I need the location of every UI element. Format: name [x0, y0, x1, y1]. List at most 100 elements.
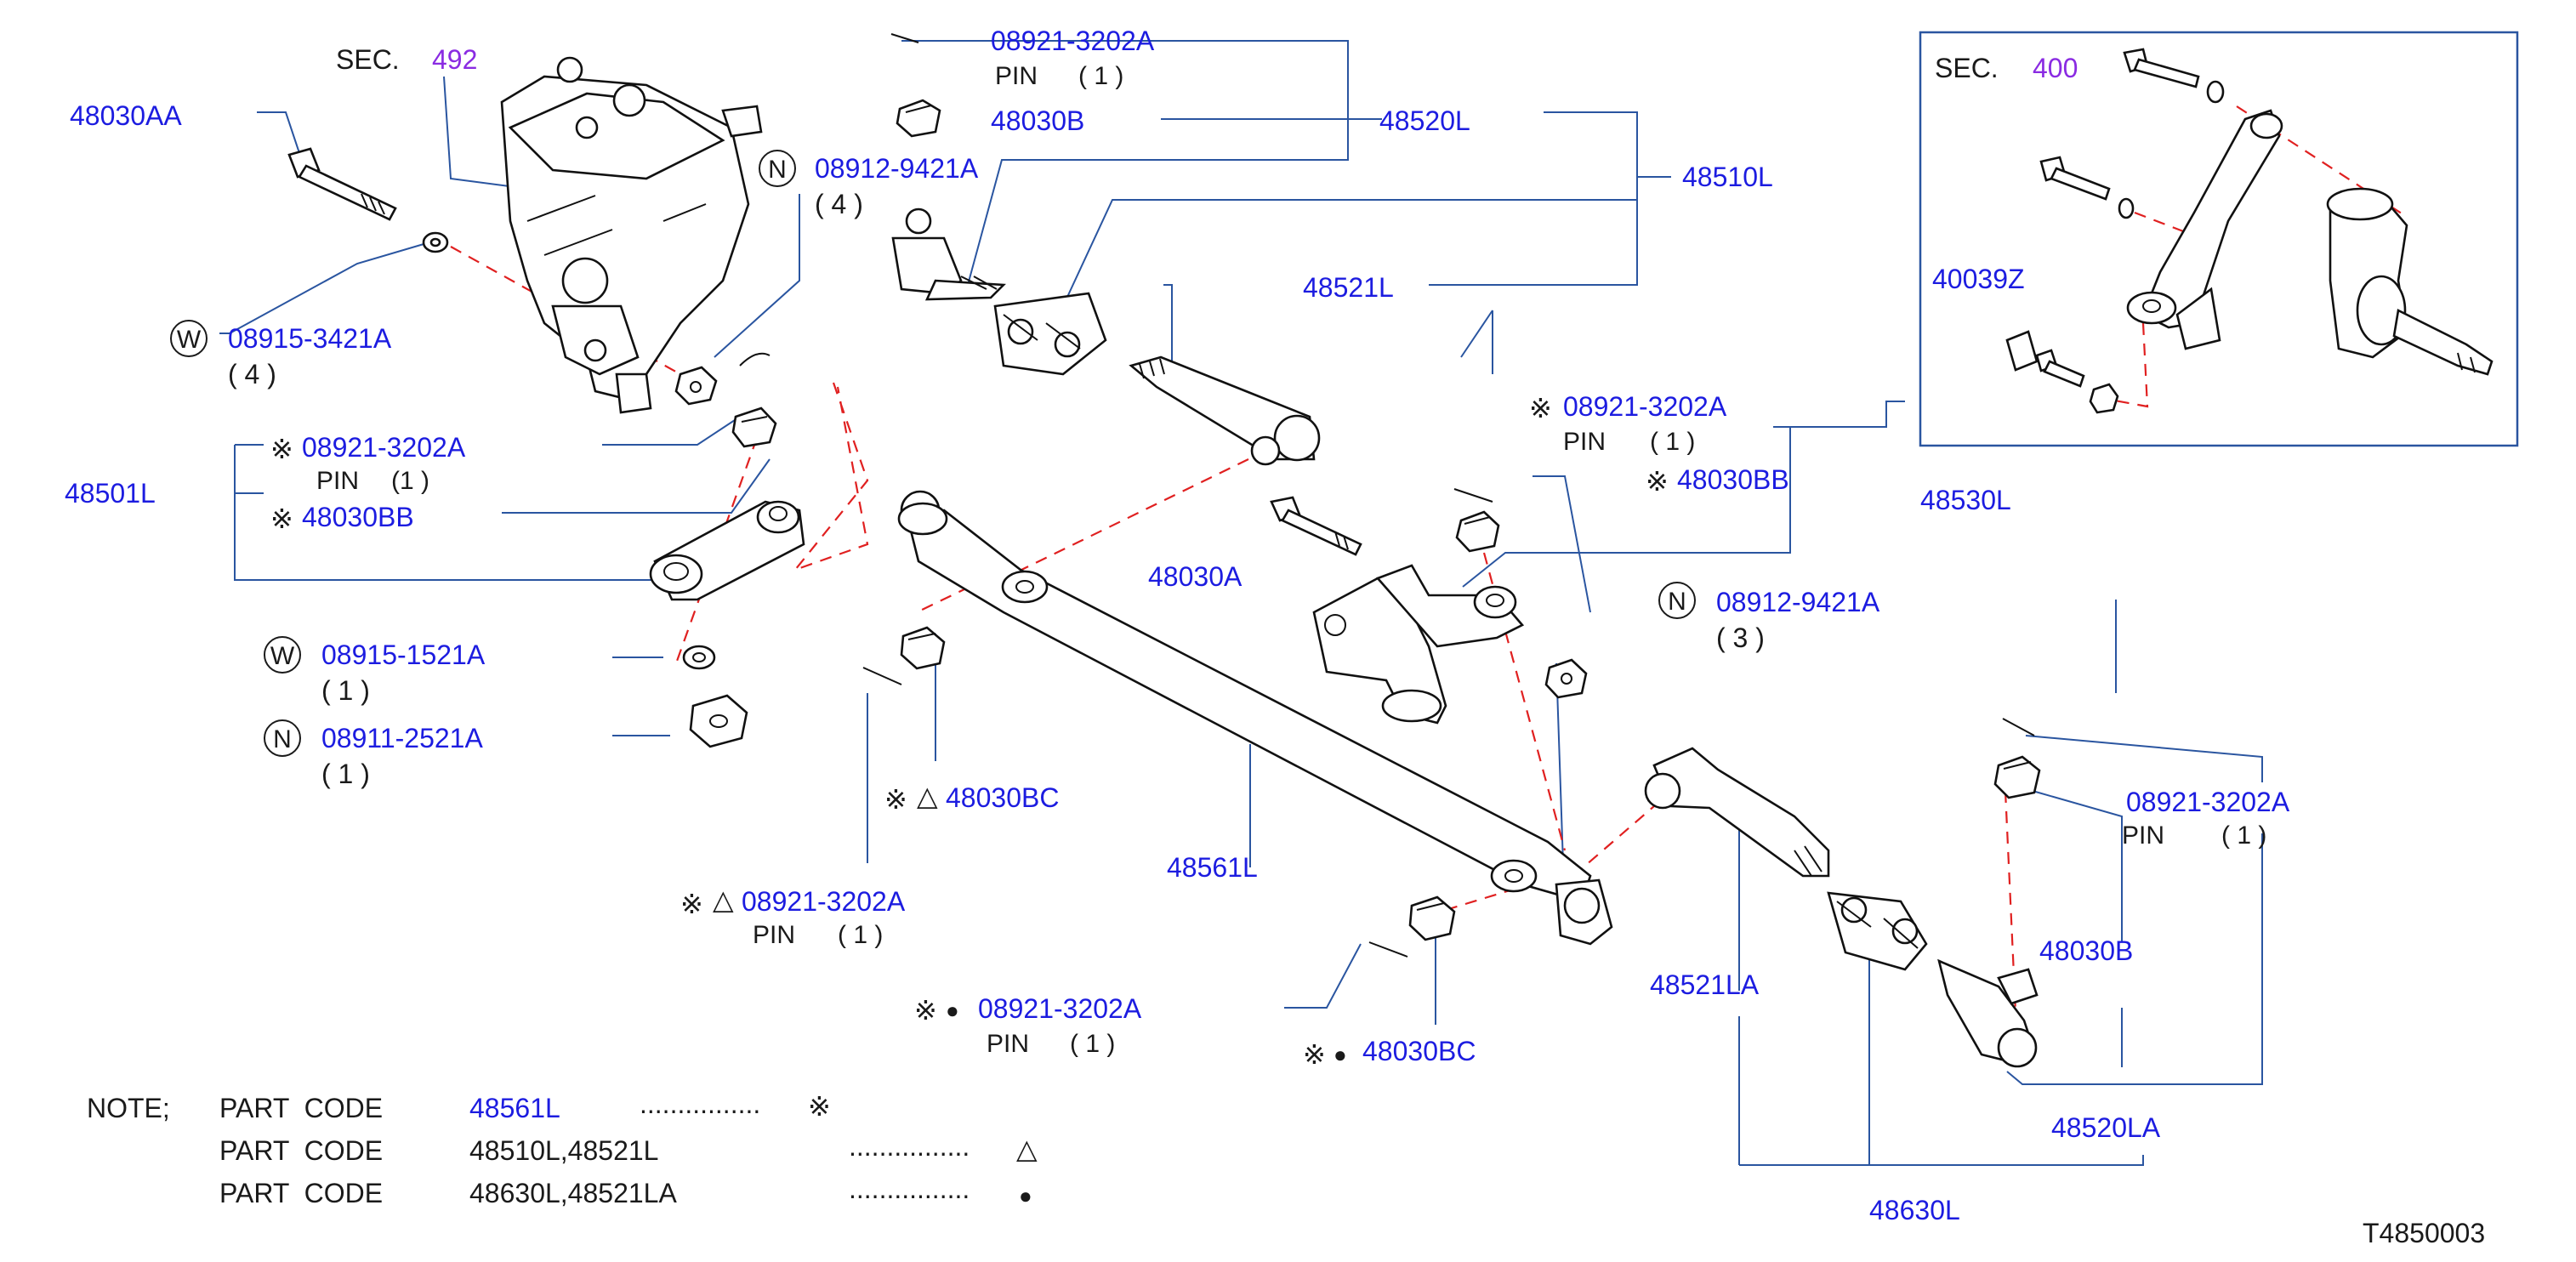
part-48521LA[interactable]: 48521LA: [1650, 969, 1760, 1000]
cotter-pin-left: [739, 352, 771, 367]
part-48030BC-b[interactable]: 48030BC: [1362, 1036, 1476, 1066]
note-row1-leader: ................: [640, 1089, 761, 1119]
part-48030BB-mid[interactable]: 48030BB: [1677, 464, 1789, 495]
symbol-dot-dot: ●: [946, 998, 959, 1023]
cotter-pin-lower: [1368, 941, 1408, 958]
part-08912-9421A-4[interactable]: 08912-9421A: [815, 153, 979, 184]
castle-nut-48030BB-mid: [1455, 510, 1500, 553]
nut-08912-9421A-3: [1544, 658, 1588, 699]
symbol-dot-bc-b: ●: [1333, 1042, 1347, 1067]
note-title: NOTE;: [87, 1093, 170, 1123]
sec-label-inset: SEC.: [1935, 53, 1999, 83]
badge-n-08911-2521A: N: [264, 719, 301, 757]
part-48030B-right[interactable]: 48030B: [2039, 935, 2134, 966]
qty-08921-top: ( 1 ): [1078, 62, 1124, 90]
note-part-code-3: PART CODE: [219, 1178, 384, 1208]
steering-gear-box: [500, 56, 763, 414]
part-48510L[interactable]: 48510L: [1682, 162, 1773, 192]
qty-08915-1521A: ( 1 ): [321, 675, 370, 706]
qty-08921-right: ( 1 ): [2221, 821, 2267, 850]
qty-08921-tri: ( 1 ): [838, 921, 884, 949]
badge-w-08915-1521A: W: [264, 636, 301, 674]
part-48030AA[interactable]: 48030AA: [70, 100, 182, 131]
sec-number-492[interactable]: 492: [432, 44, 478, 75]
inset-steering-knuckle: [2326, 187, 2494, 376]
part-40039Z[interactable]: 40039Z: [1932, 264, 2025, 294]
inset-nut: [2089, 383, 2119, 414]
part-48501L[interactable]: 48501L: [65, 478, 156, 509]
part-48030A[interactable]: 48030A: [1148, 561, 1243, 592]
center-link-48561L: [897, 490, 1613, 946]
washer-08915-1521A: [682, 645, 716, 670]
part-08921-left[interactable]: 08921-3202A: [302, 432, 466, 463]
pin-label-mid: PIN: [1563, 428, 1606, 456]
part-48520LA[interactable]: 48520LA: [2051, 1112, 2161, 1143]
idler-arm-48530L: [1312, 564, 1525, 725]
cotter-pin-center: [862, 667, 902, 685]
castle-nut-48030BC-b: [1408, 895, 1456, 941]
part-48630L[interactable]: 48630L: [1869, 1195, 1960, 1225]
part-48030BC-a[interactable]: 48030BC: [946, 782, 1060, 813]
note-row2-symbol: △: [1016, 1134, 1038, 1164]
symbol-kome-dot: ※: [914, 995, 937, 1026]
badge-n-08912-3: N: [1658, 582, 1696, 619]
qty-08921-left: (1 ): [391, 467, 429, 495]
cotter-pin-right: [2002, 718, 2035, 736]
note-row3-leader: ................: [849, 1174, 970, 1204]
sec-label-main: SEC.: [336, 44, 400, 75]
sec-number-400[interactable]: 400: [2033, 53, 2078, 83]
nut-08911-2521A: [689, 694, 748, 748]
pin-label-top: PIN: [995, 62, 1038, 90]
tie-rod-end-48520LA: [1937, 958, 2039, 1068]
symbol-triangle-tri: △: [713, 884, 734, 915]
note-part-code-2: PART CODE: [219, 1135, 384, 1166]
note-row1-symbol: ※: [808, 1091, 831, 1122]
qty-08911-2521A: ( 1 ): [321, 759, 370, 789]
part-08911-2521A[interactable]: 08911-2521A: [321, 723, 483, 753]
inset-washer-mid: [2118, 197, 2135, 219]
note-row3-code: 48630L,48521LA: [469, 1178, 677, 1208]
part-48530L[interactable]: 48530L: [1920, 485, 2011, 515]
washer-hole: [429, 237, 441, 247]
badge-n-08912-4: N: [759, 150, 796, 187]
note-row2-code: 48510L,48521L: [469, 1135, 659, 1166]
note-row1-code[interactable]: 48561L: [469, 1093, 560, 1123]
tie-rod-48521L: [1129, 355, 1321, 466]
part-08921-tri[interactable]: 08921-3202A: [742, 886, 906, 917]
note-row3-symbol: ●: [1019, 1183, 1032, 1208]
part-48030B-top[interactable]: 48030B: [991, 105, 1085, 136]
qty-08921-mid: ( 1 ): [1650, 428, 1696, 456]
symbol-kome-mid-1: ※: [1529, 393, 1552, 424]
pitman-arm-48501L: [649, 500, 805, 601]
part-48520L[interactable]: 48520L: [1379, 105, 1470, 136]
adjusting-sleeve-48630L: [1827, 891, 1928, 971]
castle-nut-48030BB-left: [731, 406, 777, 448]
part-48521L[interactable]: 48521L: [1303, 272, 1394, 303]
inset-washer-top: [2206, 80, 2225, 104]
part-48030BB-left[interactable]: 48030BB: [302, 502, 414, 532]
cotter-pin-top: [890, 33, 919, 43]
nut-08912-9421A: [674, 366, 718, 406]
part-08915-3421A[interactable]: 08915-3421A: [228, 323, 392, 354]
inset-bolt-low: [2035, 349, 2085, 388]
inset-bolt-top: [2123, 48, 2200, 88]
part-48561L[interactable]: 48561L: [1167, 852, 1258, 883]
part-08921-mid[interactable]: 08921-3202A: [1563, 391, 1727, 422]
pin-label-dot: PIN: [987, 1030, 1030, 1058]
tie-rod-end-48520L: [891, 207, 1006, 301]
pin-label-tri: PIN: [753, 921, 796, 949]
adjusting-sleeve-48510L: [993, 292, 1107, 376]
symbol-kome-bc-b: ※: [1303, 1039, 1326, 1070]
inset-bolt-mid: [2039, 156, 2111, 201]
inset-bushing-40039Z: [2005, 330, 2039, 372]
part-08915-1521A[interactable]: 08915-1521A: [321, 640, 486, 670]
part-08921-right[interactable]: 08921-3202A: [2126, 787, 2290, 817]
qty-08921-dot: ( 1 ): [1070, 1030, 1116, 1058]
castle-nut-48030B-top: [896, 99, 941, 138]
part-08912-9421A-3[interactable]: 08912-9421A: [1716, 587, 1880, 617]
pin-label-right: PIN: [2122, 821, 2165, 850]
part-08921-dot[interactable]: 08921-3202A: [978, 993, 1142, 1024]
part-08921-top[interactable]: 08921-3202A: [991, 26, 1155, 56]
